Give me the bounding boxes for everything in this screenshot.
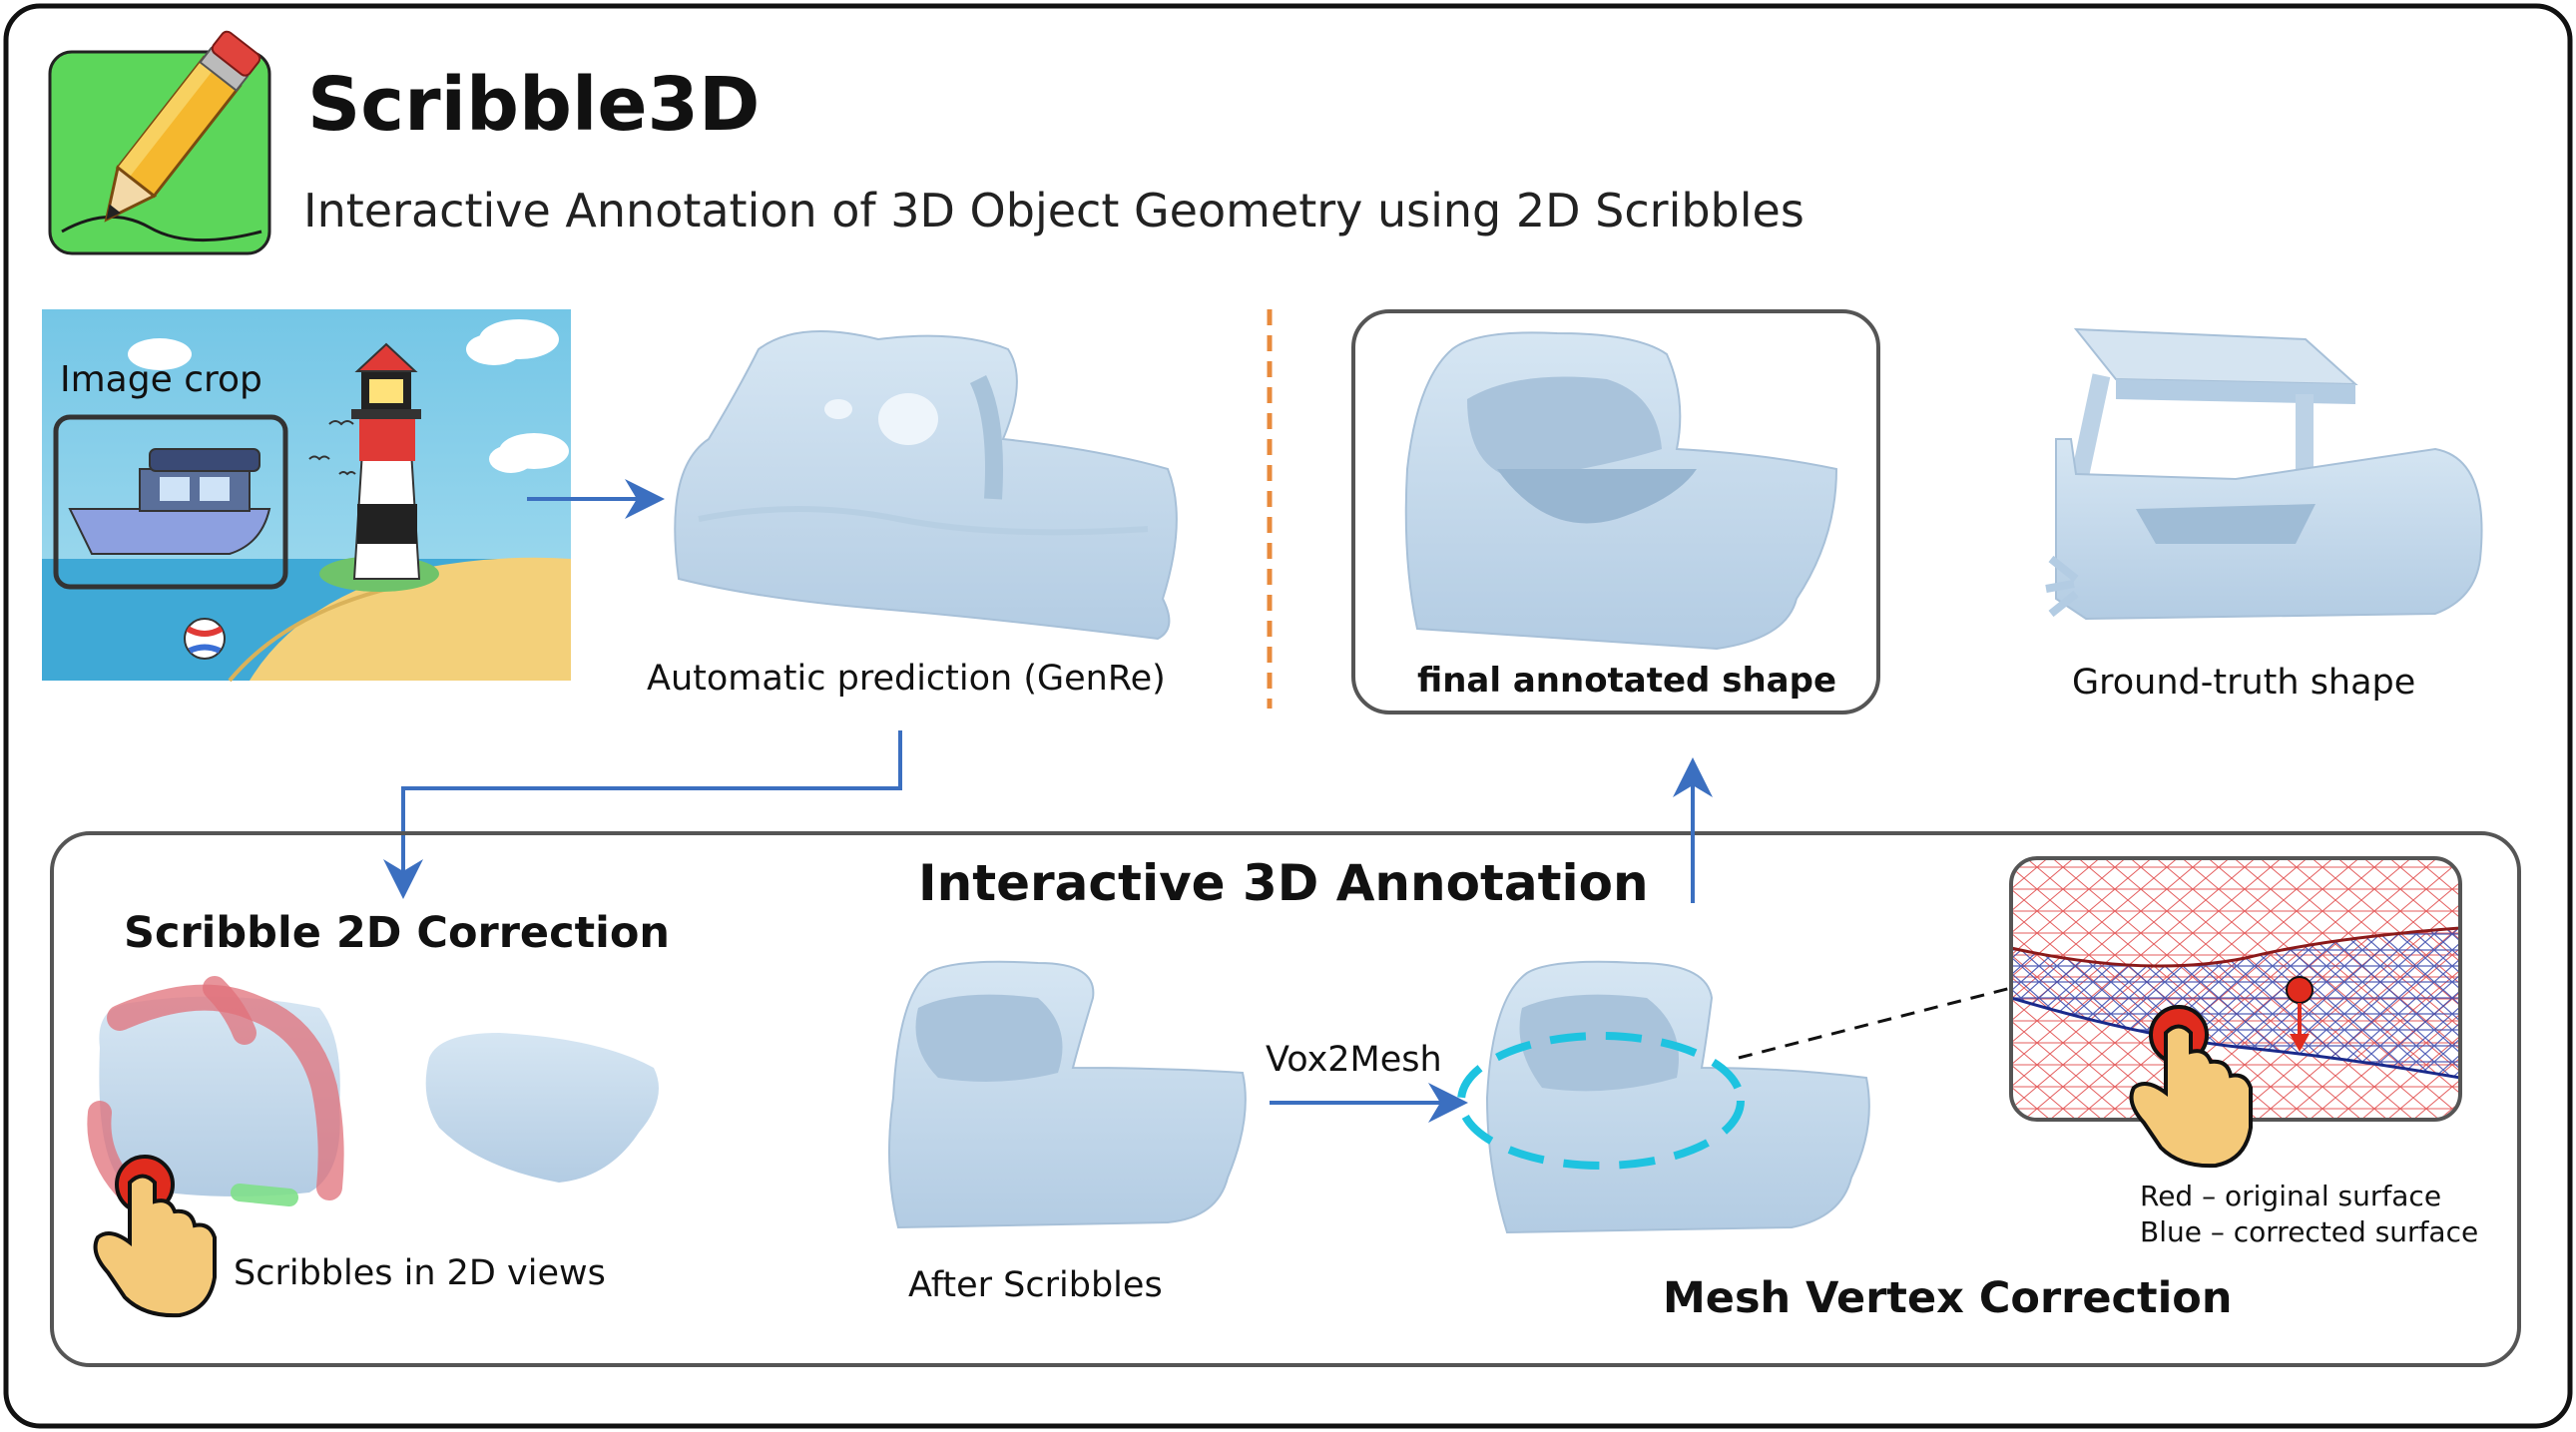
vox2mesh-label: Vox2Mesh (1266, 1040, 1442, 1080)
highlight-ellipse (1457, 1032, 1745, 1170)
scribble-section-title: Scribble 2D Correction (124, 908, 671, 958)
prediction-mesh (674, 330, 1178, 641)
legend-blue-label: Blue – corrected surface (2140, 1215, 2479, 1248)
ground-truth-label: Ground-truth shape (2072, 663, 2416, 703)
image-crop-label: Image crop (60, 359, 262, 400)
legend-red-label: Red – original surface (2140, 1180, 2442, 1212)
scribble-view-1 (87, 976, 344, 1206)
ground-truth-mesh (2045, 327, 2483, 621)
figure-title: Scribble3D (307, 62, 761, 148)
scene-illustration (42, 309, 571, 683)
mesh-section-title: Mesh Vertex Correction (1663, 1273, 2233, 1323)
red-dot-icon (2286, 976, 2314, 1004)
scribble-view-2 (425, 1033, 659, 1183)
figure-subtitle: Interactive Annotation of 3D Object Geom… (303, 184, 1804, 238)
after-scribbles-mesh (888, 960, 1247, 1229)
after-scribbles-caption: After Scribbles (908, 1265, 1163, 1305)
annotation-panel-title: Interactive 3D Annotation (918, 854, 1649, 912)
pencil-logo-icon (48, 30, 271, 255)
zoom-box (2009, 856, 2462, 1169)
arrow-to-scribble (383, 730, 902, 899)
hand-pointer-icon (93, 1155, 217, 1318)
automatic-prediction-label: Automatic prediction (GenRe) (647, 659, 1166, 699)
final-shape-label: final annotated shape (1417, 661, 1837, 701)
vertex-correction-mesh (1457, 960, 1870, 1234)
scribbles-caption: Scribbles in 2D views (234, 1253, 606, 1293)
annotation-panel-frame (50, 831, 2521, 1367)
final-shape-mesh (1404, 331, 1838, 651)
crop-box (53, 414, 288, 590)
